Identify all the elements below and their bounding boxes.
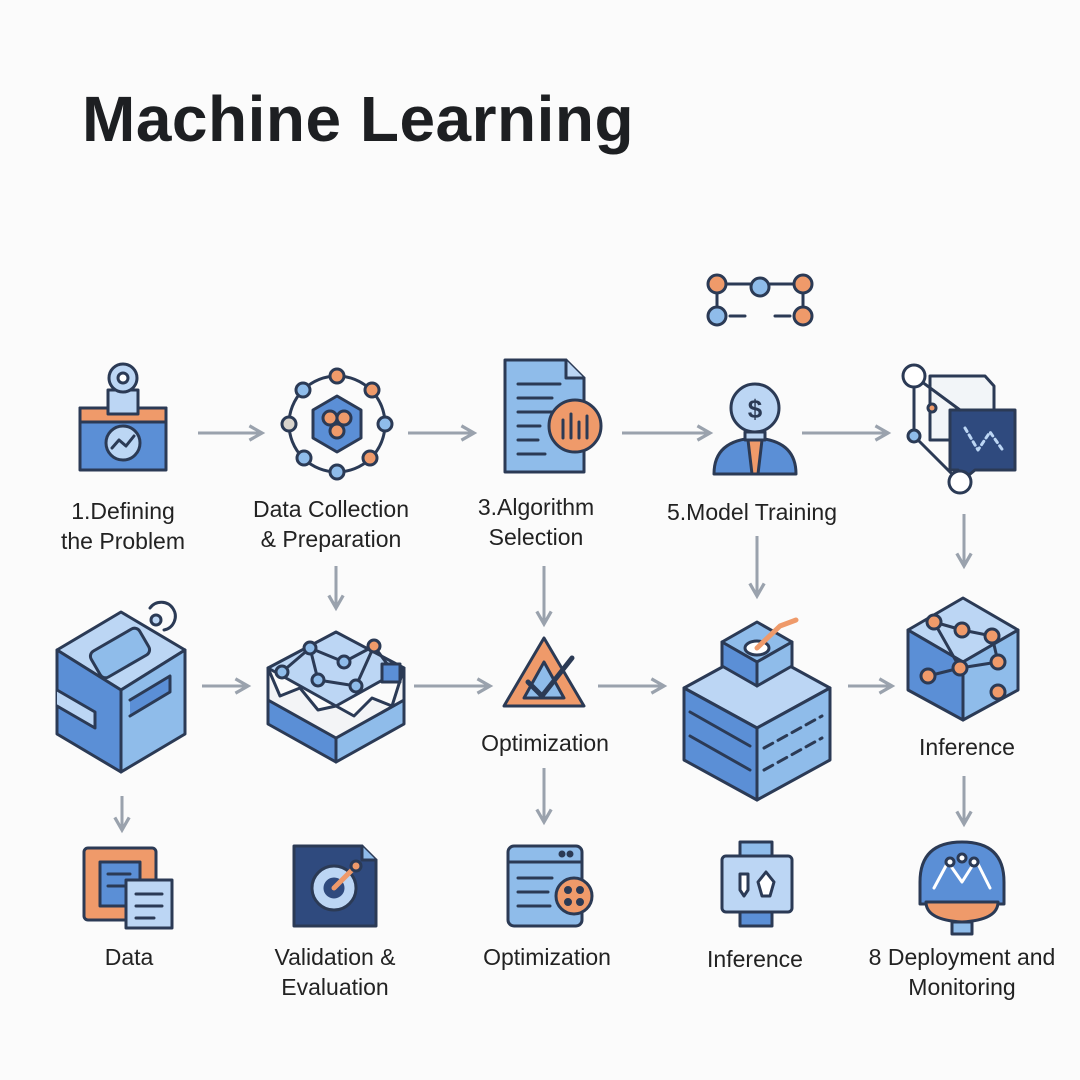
- svg-text:$: $: [748, 394, 763, 424]
- document-chart-icon: [503, 358, 603, 474]
- label-defining-problem: 1.Defining the Problem: [60, 498, 186, 554]
- ballot-box-icon: [78, 362, 168, 472]
- browser-window-icon: [506, 844, 594, 928]
- triangle-check-icon: [502, 636, 586, 708]
- data-files-icon: [82, 846, 174, 930]
- server-stack-icon: [682, 617, 832, 802]
- label-validation-evaluation: Validation & Evaluation: [274, 944, 396, 1000]
- label-optimization-mid: Optimization: [481, 730, 609, 756]
- puzzle-cube-icon: [55, 600, 187, 774]
- terrain-cube-icon: [266, 630, 406, 764]
- label-inference-mid: Inference: [919, 734, 1015, 760]
- label-optimization-bottom: Optimization: [483, 944, 611, 970]
- page-title: Machine Learning: [82, 83, 635, 155]
- network-ring-icon: [280, 367, 394, 481]
- node-graph-icon: [901, 363, 1017, 495]
- deploy-monitor-icon: [918, 840, 1006, 936]
- network-cube-icon: [906, 596, 1020, 722]
- label-inference-bottom: Inference: [707, 946, 803, 972]
- target-icon: [292, 844, 378, 928]
- robot-icon: [720, 840, 794, 928]
- connector-nodes-icon: [706, 273, 814, 327]
- label-data-collection: Data Collection & Preparation: [253, 496, 409, 552]
- label-data: Data: [104, 944, 154, 970]
- label-algorithm-selection: 3.Algorithm Selection: [477, 494, 595, 550]
- money-idea-icon: $: [712, 382, 798, 476]
- label-model-training: 5.Model Training: [666, 499, 838, 525]
- label-deployment-monitoring: 8 Deployment and Monitoring: [868, 944, 1056, 1000]
